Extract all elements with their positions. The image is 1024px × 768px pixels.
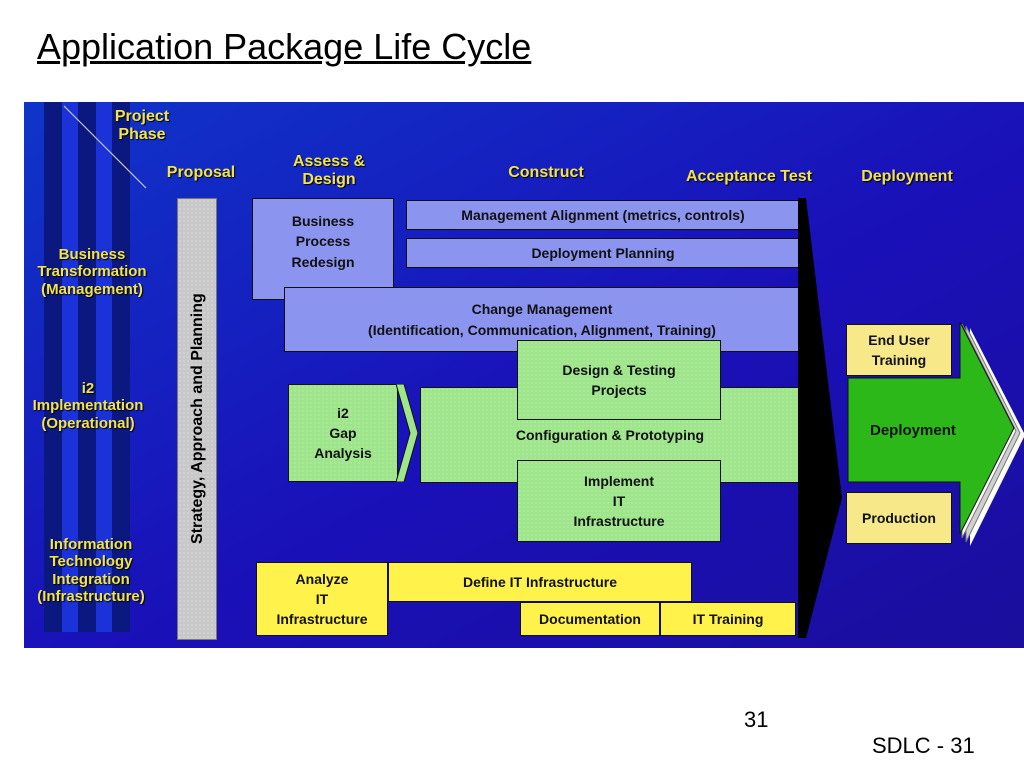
phase-deployment: Deployment: [861, 168, 953, 185]
deploy-planning-label: Deployment Planning: [531, 244, 675, 261]
mgmt-alignment-label: Management Alignment (metrics, controls): [461, 206, 745, 223]
end-user-training-box: End User Training: [846, 324, 952, 376]
row-i2-implementation: i2 Implementation (Operational): [32, 380, 144, 432]
corner-label: Project Phase: [114, 108, 170, 144]
strategy-bar: Strategy, Approach and Planning: [177, 198, 217, 640]
implement-it-box: Implement IT Infrastructure: [517, 460, 721, 542]
acceptance-arrow: [798, 198, 842, 638]
phase-acceptance-test: Acceptance Test: [686, 168, 812, 185]
it-training-label: IT Training: [692, 610, 764, 627]
gap-chevron: [396, 384, 419, 482]
deployment-arrow: [847, 321, 1024, 546]
business-process-redesign-box: Business Process Redesign: [252, 198, 394, 300]
page-number: 31: [744, 707, 769, 732]
it-training-box: IT Training: [660, 602, 796, 636]
slide-title: Application Package Life Cycle: [37, 26, 532, 67]
diagram-panel: Project Phase Proposal Assess & Design C…: [24, 102, 1024, 648]
phase-construct: Construct: [508, 164, 584, 181]
phase-assess-design: Assess & Design: [292, 153, 366, 189]
analyze-it-box: Analyze IT Infrastructure: [256, 562, 388, 636]
bpr-label: Business Process Redesign: [291, 213, 355, 270]
change-mgmt-label: Change Management (Identification, Commu…: [368, 301, 716, 338]
stripe: [78, 102, 96, 632]
stripe: [44, 102, 62, 632]
end-user-training-label: End User Training: [868, 331, 930, 368]
config-label: Configuration & Prototyping: [515, 426, 705, 443]
row-it-integration: Information Technology Integration (Infr…: [37, 536, 145, 605]
phase-proposal: Proposal: [166, 164, 236, 181]
documentation-box: Documentation: [520, 602, 660, 636]
production-box: Production: [846, 492, 952, 544]
stripe: [96, 102, 112, 632]
management-alignment-box: Management Alignment (metrics, controls): [406, 200, 800, 230]
define-it-box: Define IT Infrastructure: [388, 562, 692, 602]
corner-diagonal: [63, 105, 147, 189]
production-label: Production: [862, 509, 936, 526]
gap-analysis-label: i2 Gap Analysis: [314, 404, 372, 462]
analyze-it-label: Analyze IT Infrastructure: [276, 570, 368, 628]
design-testing-box: Design & Testing Projects: [517, 340, 721, 420]
gap-analysis-box: i2 Gap Analysis: [288, 384, 398, 482]
stripe: [62, 102, 78, 632]
row-business-transformation: Business Transformation (Management): [37, 246, 147, 298]
design-testing-label: Design & Testing Projects: [562, 361, 676, 398]
stripe: [112, 102, 130, 632]
strategy-label: Strategy, Approach and Planning: [188, 293, 206, 545]
documentation-label: Documentation: [539, 610, 641, 627]
footer-label: SDLC - 31: [872, 733, 975, 758]
define-it-label: Define IT Infrastructure: [462, 573, 618, 590]
deployment-planning-box: Deployment Planning: [406, 238, 800, 268]
implement-it-label: Implement IT Infrastructure: [573, 472, 665, 530]
deployment-arrow-label: Deployment: [870, 422, 956, 439]
